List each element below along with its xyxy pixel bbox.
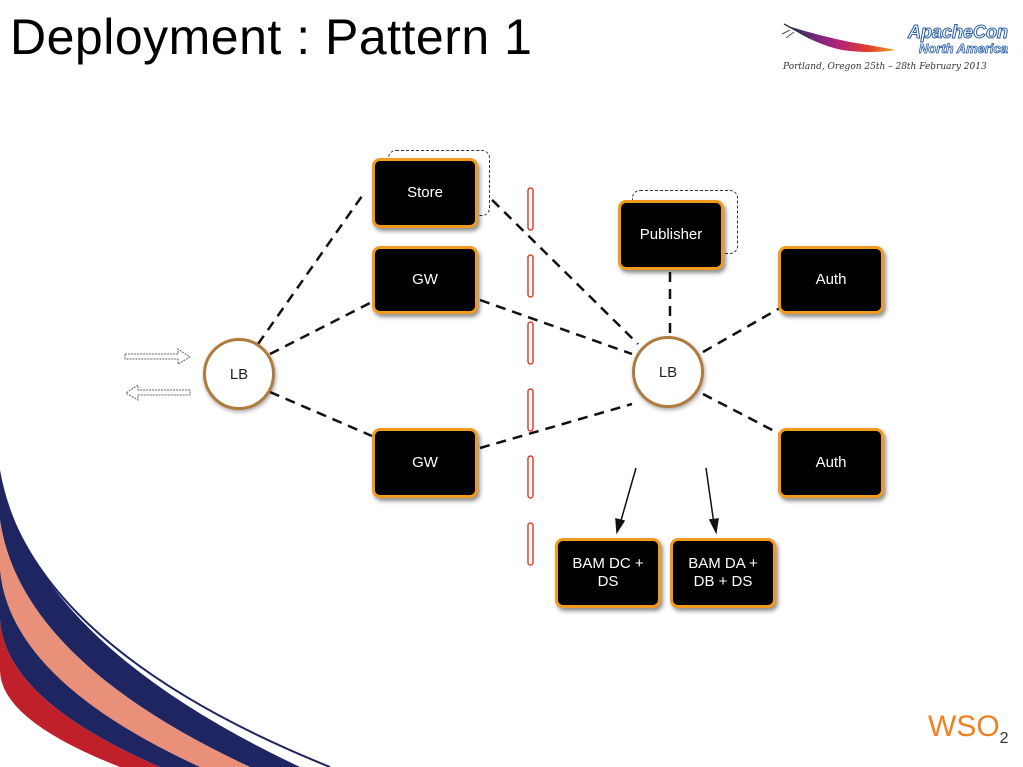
- apachecon-logo: ApacheCon North America Portland, Oregon…: [780, 18, 1012, 80]
- lb-left: LB: [203, 338, 275, 410]
- gw-bottom-node: GW: [372, 428, 478, 498]
- store-label: Store: [407, 184, 443, 201]
- gw-top-label: GW: [412, 271, 438, 288]
- wso2-brand-sub: 2: [999, 730, 1009, 747]
- bam-dc-label: BAM DC + DS: [572, 555, 644, 590]
- auth-bottom-node: Auth: [778, 428, 884, 498]
- store-node: Store: [372, 158, 478, 228]
- publisher-label: Publisher: [639, 226, 703, 243]
- decorative-swoosh: [0, 470, 331, 767]
- traffic-arrows-icon: [124, 348, 191, 401]
- bam-da-label: BAM DA + DB + DS: [688, 555, 758, 590]
- wso2-brand: WSO: [928, 710, 1000, 743]
- bam-dc-node: BAM DC + DS: [555, 538, 661, 608]
- lb-right: LB: [632, 336, 704, 408]
- apache-feather-icon: [781, 23, 896, 52]
- wso2-logo: WSO2: [928, 710, 1009, 748]
- lb-right-label: LB: [658, 363, 678, 381]
- bam-da-node: BAM DA + DB + DS: [670, 538, 776, 608]
- lb-left-label: LB: [229, 365, 249, 383]
- auth-top-label: Auth: [815, 271, 847, 288]
- logo-line1: ApacheCon: [907, 22, 1008, 43]
- bam-arrows: [615, 467, 719, 535]
- auth-bottom-label: Auth: [815, 454, 847, 471]
- slide-title: Deployment : Pattern 1: [10, 9, 533, 65]
- gw-top-node: GW: [372, 246, 478, 314]
- firewall-line: [527, 187, 534, 566]
- logo-tagline: Portland, Oregon 25th – 28th February 20…: [783, 62, 987, 72]
- logo-line2: North America: [918, 41, 1008, 57]
- connectors: [256, 187, 781, 450]
- gw-bottom-label: GW: [412, 454, 438, 471]
- publisher-node: Publisher: [618, 200, 724, 270]
- auth-top-node: Auth: [778, 246, 884, 314]
